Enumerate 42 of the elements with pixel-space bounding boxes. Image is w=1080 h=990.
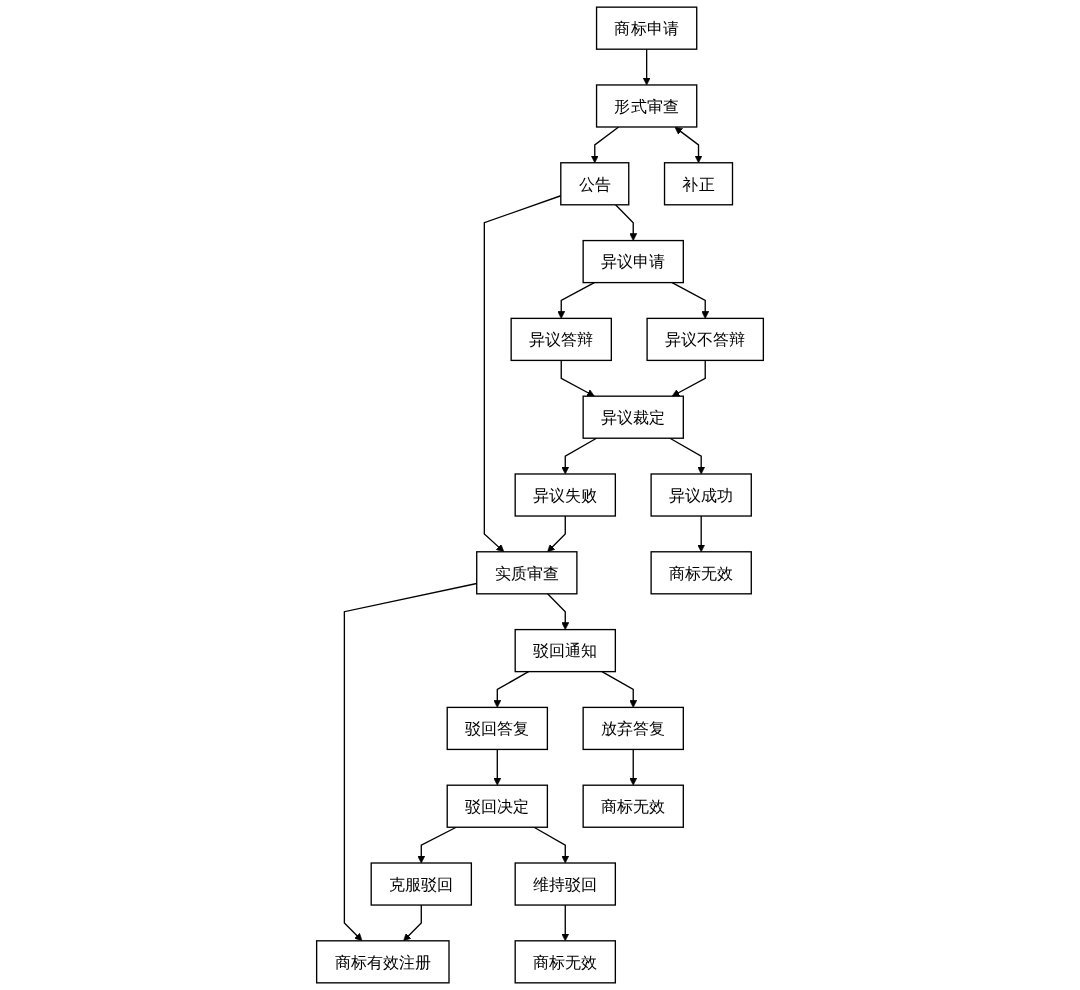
node-box: 异议答辩 — [510, 317, 612, 362]
node-box: 驳回决定 — [446, 784, 549, 828]
node-box: 放弃答复 — [582, 706, 684, 751]
arrow — [493, 748, 502, 786]
arrow — [403, 904, 422, 942]
arrow — [547, 515, 566, 553]
arrow — [697, 515, 706, 553]
node-box: 商标无效 — [514, 940, 616, 984]
arrow — [590, 126, 620, 164]
node-box: 异议成功 — [650, 473, 752, 517]
arrow — [560, 359, 595, 397]
node-box: 异议裁定 — [582, 395, 684, 439]
node-box: 公告 — [560, 162, 630, 206]
arrow — [561, 904, 570, 942]
node-box: 维持驳回 — [514, 862, 616, 906]
arrow — [671, 359, 706, 397]
node-box: 商标申请 — [595, 6, 698, 50]
arrow — [493, 670, 530, 708]
node-box: 形式审查 — [595, 84, 698, 128]
node-box: 异议不答辩 — [646, 317, 764, 362]
arrow — [674, 126, 703, 164]
arrow — [669, 437, 706, 475]
node-box: 驳回通知 — [514, 628, 616, 673]
arrow — [417, 826, 457, 864]
node-box: 实质审查 — [476, 551, 578, 595]
arrow — [546, 593, 570, 630]
arrow — [561, 437, 598, 475]
arrow — [533, 826, 570, 864]
node-box: 克服驳回 — [370, 862, 473, 906]
arrow — [557, 281, 595, 319]
node-box: 商标有效注册 — [315, 940, 450, 984]
node-box: 异议失败 — [514, 473, 616, 517]
node-box: 商标无效 — [582, 784, 684, 828]
node-box: 补正 — [663, 162, 734, 206]
node-box: 商标无效 — [650, 551, 752, 595]
arrow — [601, 670, 638, 708]
arrow — [642, 48, 651, 86]
node-box: 异议申请 — [582, 239, 684, 284]
arrow — [614, 204, 638, 241]
arrow — [629, 748, 638, 786]
node-box: 驳回答复 — [446, 706, 549, 751]
arrow — [671, 281, 710, 319]
